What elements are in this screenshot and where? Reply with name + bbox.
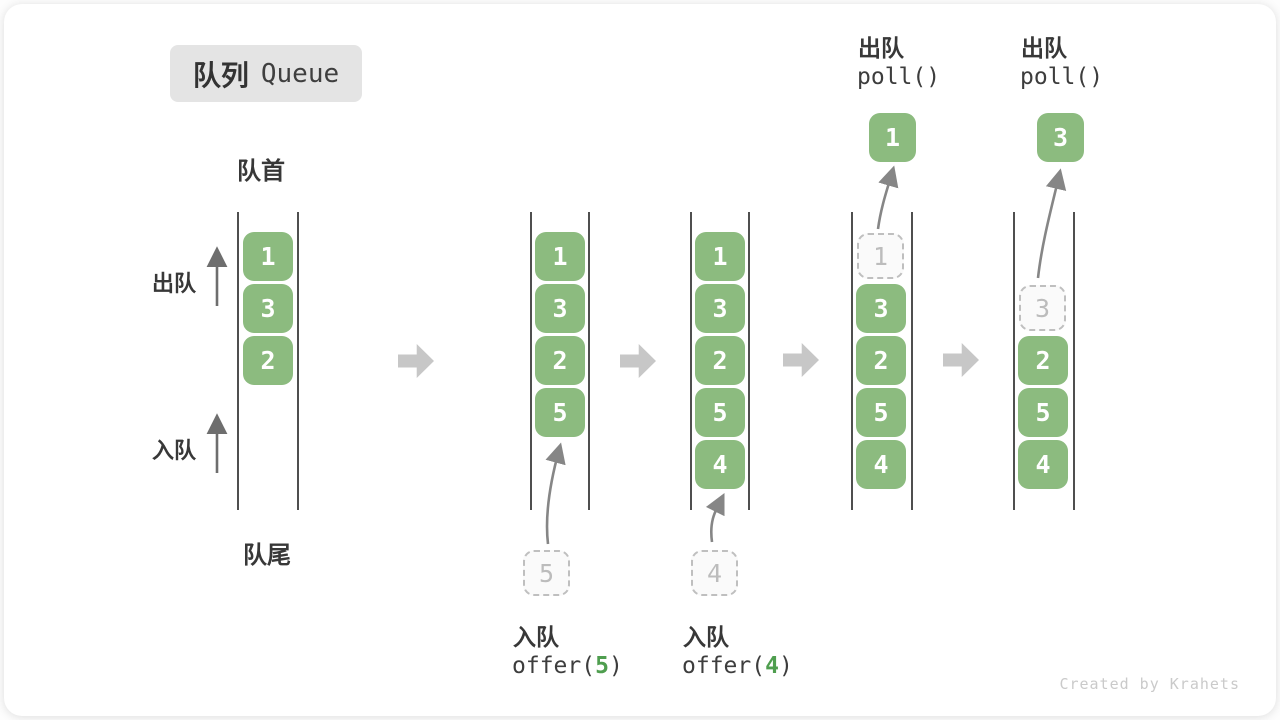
queue-block: 5: [1018, 388, 1068, 437]
queue2-right-wall: [588, 212, 590, 510]
title-english: Queue: [260, 58, 340, 89]
enqueue-code-2: offer(4): [682, 653, 793, 679]
enqueue-code-1: offer(5): [512, 653, 623, 679]
queue-rear-label: 队尾: [243, 542, 291, 569]
queue-block: 4: [1018, 440, 1068, 489]
queue-block: 1: [535, 232, 585, 281]
dequeued-ghost-block: 3: [1019, 285, 1066, 331]
enqueue-caption-1: 入队: [513, 624, 559, 650]
queue3-left-wall: [690, 212, 692, 510]
popped-block: 1: [869, 113, 916, 162]
queue3-right-wall: [748, 212, 750, 510]
popped-block: 3: [1037, 113, 1084, 162]
queue-block: 5: [695, 388, 745, 437]
queue-block: 3: [695, 284, 745, 333]
code-close: ): [608, 653, 623, 679]
queue2-left-wall: [530, 212, 532, 510]
queue5-right-wall: [1073, 212, 1075, 510]
queue1-left-wall: [237, 212, 239, 510]
watermark: Created by Krahets: [1059, 675, 1240, 693]
diagram-title: 队列 Queue: [170, 45, 362, 102]
queue-block: 5: [535, 388, 585, 437]
pending-enqueue-block: 4: [691, 550, 738, 596]
queue-block: 4: [695, 440, 745, 489]
queue-block: 3: [535, 284, 585, 333]
dequeue-code-2: poll(): [1020, 64, 1104, 90]
queue1-right-wall: [297, 212, 299, 510]
code-arg: 4: [765, 653, 779, 679]
dequeued-ghost-block: 1: [857, 233, 904, 279]
code-close: ): [778, 653, 793, 679]
queue-block: 2: [695, 336, 745, 385]
dequeue-caption-2: 出队: [1021, 35, 1067, 61]
enqueue-side-label: 入队: [152, 438, 197, 463]
code-fn: offer(: [512, 653, 596, 679]
queue4-left-wall: [851, 212, 853, 510]
dequeue-side-label: 出队: [152, 271, 197, 296]
pending-enqueue-block: 5: [523, 550, 570, 596]
queue-block: 2: [1018, 336, 1068, 385]
queue-block: 3: [856, 284, 906, 333]
title-chinese: 队列: [192, 59, 249, 91]
queue-block: 1: [695, 232, 745, 281]
queue-block: 1: [243, 232, 293, 281]
queue-block: 3: [243, 284, 293, 333]
queue-block: 2: [243, 336, 293, 385]
code-fn: offer(: [682, 653, 766, 679]
queue5-left-wall: [1013, 212, 1015, 510]
dequeue-caption-1: 出队: [858, 35, 904, 61]
queue-front-label: 队首: [237, 158, 285, 185]
code-arg: 5: [595, 653, 609, 679]
queue-block: 4: [856, 440, 906, 489]
dequeue-code-1: poll(): [857, 64, 941, 90]
queue-block: 2: [856, 336, 906, 385]
queue-block: 5: [856, 388, 906, 437]
enqueue-caption-2: 入队: [683, 624, 729, 650]
queue-block: 2: [535, 336, 585, 385]
queue4-right-wall: [911, 212, 913, 510]
